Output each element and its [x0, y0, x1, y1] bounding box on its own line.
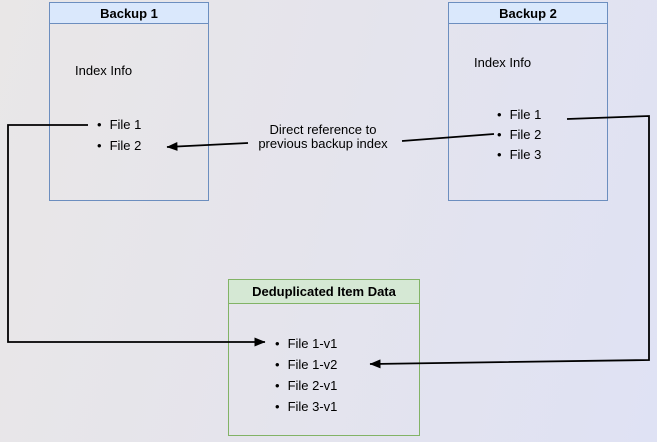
dedup-header: Deduplicated Item Data [229, 280, 419, 304]
backup1-box: Backup 1 Index Info • File 1 • File 2 [49, 2, 209, 201]
list-item: • File 3 [497, 145, 541, 165]
bullet-icon: • [275, 399, 280, 414]
bullet-icon: • [497, 127, 502, 142]
file-label: File 1-v1 [287, 336, 338, 351]
annotation-line1: Direct reference to [269, 122, 377, 137]
file-label: File 2 [509, 127, 542, 142]
bullet-icon: • [275, 357, 280, 372]
dedup-file-list: • File 1-v1 • File 1-v2 • File 2-v1 • Fi… [275, 333, 337, 417]
backup2-title: Backup 2 [499, 5, 557, 21]
bullet-icon: • [275, 378, 280, 393]
file-label: File 3-v1 [287, 399, 338, 414]
backup2-file-list: • File 1 • File 2 • File 3 [497, 105, 541, 165]
backup2-box: Backup 2 Index Info • File 1 • File 2 • … [448, 2, 608, 201]
backup1-file-list: • File 1 • File 2 [97, 114, 141, 156]
bullet-icon: • [97, 117, 102, 132]
backup1-title: Backup 1 [100, 5, 158, 21]
list-item: • File 2 [497, 125, 541, 145]
list-item: • File 2-v1 [275, 375, 337, 396]
backup2-index-info-label: Index Info [474, 55, 532, 70]
list-item: • File 3-v1 [275, 396, 337, 417]
annotation-direct-reference: Direct reference to previous backup inde… [242, 123, 404, 151]
dedup-title: Deduplicated Item Data [252, 284, 396, 299]
file-label: File 2-v1 [287, 378, 338, 393]
file-label: File 1 [109, 117, 142, 132]
file-label: File 1-v2 [287, 357, 338, 372]
list-item: • File 1-v1 [275, 333, 337, 354]
bullet-icon: • [97, 138, 102, 153]
backup2-header: Backup 2 [449, 3, 607, 24]
dedup-box: Deduplicated Item Data • File 1-v1 • Fil… [228, 279, 420, 436]
file-label: File 2 [109, 138, 142, 153]
backup1-header: Backup 1 [50, 3, 208, 24]
list-item: • File 1 [97, 114, 141, 135]
list-item: • File 1-v2 [275, 354, 337, 375]
list-item: • File 1 [497, 105, 541, 125]
list-item: • File 2 [97, 135, 141, 156]
backup1-index-info-label: Index Info [75, 63, 133, 78]
bullet-icon: • [497, 147, 502, 162]
bullet-icon: • [275, 336, 280, 351]
bullet-icon: • [497, 107, 502, 122]
file-label: File 3 [509, 147, 542, 162]
annotation-line2: previous backup index [258, 136, 388, 151]
file-label: File 1 [509, 107, 542, 122]
